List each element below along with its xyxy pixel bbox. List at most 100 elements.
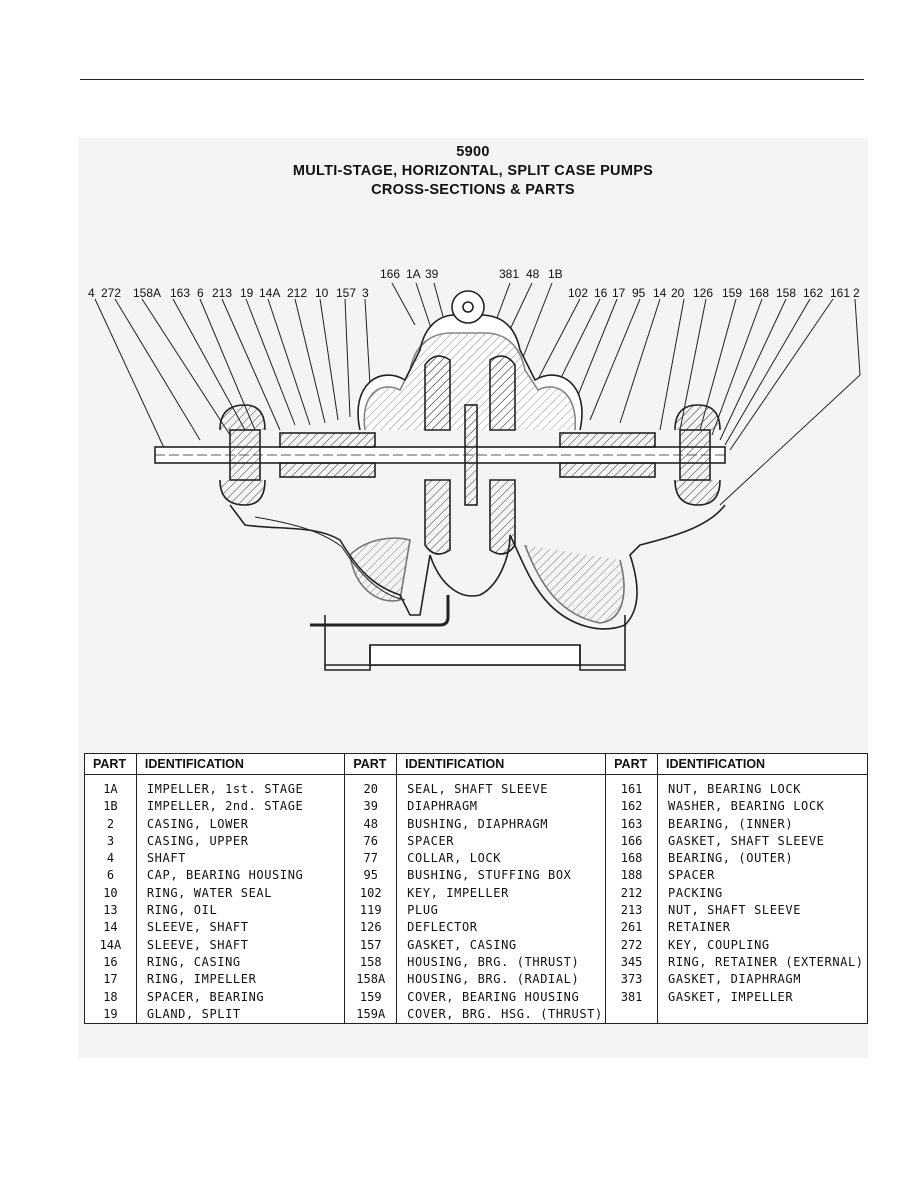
- title-description: MULTI-STAGE, HORIZONTAL, SPLIT CASE PUMP…: [292, 163, 654, 179]
- part-number: 16: [103, 954, 118, 969]
- callout-1a: 1A: [406, 267, 421, 281]
- part-identification: KEY, IMPELLER: [407, 885, 509, 900]
- part-identification: SPACER: [407, 833, 455, 848]
- part-number: 1A: [103, 782, 118, 796]
- part-number: 162: [620, 799, 643, 814]
- part-identification: BUSHING, DIAPHRAGM: [407, 816, 549, 831]
- callout-212: 212: [287, 286, 308, 300]
- title-subtitle: CROSS-SECTIONS & PARTS: [371, 182, 575, 198]
- part-identification: GASKET, CASING: [407, 937, 517, 952]
- part-identification: COVER, BRG. HSG. (THRUST): [407, 1006, 603, 1021]
- part-identification: NUT, BEARING LOCK: [668, 782, 802, 796]
- parts-table: PART IDENTIFICATION PART IDENTIFICATION …: [84, 753, 868, 1025]
- pump-cross-section-drawing: [94, 282, 861, 671]
- callout-102: 102: [568, 286, 589, 300]
- callout-168: 168: [749, 286, 770, 300]
- callout-39: 39: [425, 267, 439, 281]
- callout-272: 272: [101, 286, 122, 300]
- part-number: 373: [620, 972, 643, 987]
- part-number: 77: [363, 851, 378, 866]
- header-part-1: PART: [84, 753, 137, 775]
- header-identification-3: IDENTIFICATION: [657, 753, 868, 775]
- part-number: 213: [620, 903, 643, 918]
- part-identification: NUT, SHAFT SLEEVE: [668, 903, 802, 918]
- part-identification: RING, CASING: [146, 954, 241, 969]
- part-number: 1B: [103, 799, 118, 814]
- part-number: 161: [620, 782, 643, 796]
- part-identification: PACKING: [668, 885, 723, 900]
- header-identification-1: IDENTIFICATION: [136, 753, 346, 775]
- part-number: 102: [359, 885, 382, 900]
- part-number: 272: [620, 937, 643, 952]
- part-number: 14: [103, 920, 118, 935]
- part-identification: CAP, BEARING HOUSING: [146, 868, 304, 883]
- part-number: 95: [363, 868, 378, 883]
- header-part-2: PART: [344, 753, 398, 775]
- part-identification: SHAFT: [146, 851, 186, 866]
- part-identification: SLEEVE, SHAFT: [146, 920, 249, 935]
- callout-157: 157: [336, 286, 357, 300]
- part-number: 13: [103, 903, 118, 918]
- callout-16: 16: [594, 286, 608, 300]
- callout-126: 126: [693, 286, 714, 300]
- callout-163: 163: [170, 286, 191, 300]
- part-identification: RING, IMPELLER: [146, 972, 257, 987]
- title-model: 5900: [456, 144, 490, 160]
- callout-14a: 14A: [259, 286, 281, 300]
- part-identification: RETAINER: [668, 920, 731, 935]
- part-identification: RING, WATER SEAL: [146, 885, 273, 900]
- part-identification: WASHER, BEARING LOCK: [668, 799, 825, 814]
- part-number: 381: [620, 989, 643, 1004]
- part-identification: BEARING, (INNER): [668, 816, 794, 831]
- callout-158a: 158A: [133, 286, 162, 300]
- part-number: 10: [103, 885, 118, 900]
- part-number: 159A: [356, 1006, 386, 1021]
- part-number: 18: [103, 989, 118, 1004]
- callout-95: 95: [632, 286, 646, 300]
- part-number: 188: [620, 868, 643, 883]
- callout-6: 6: [197, 286, 204, 300]
- identification-column-1: IMPELLER, 1st. STAGE IMPELLER, 2nd. STAGE…: [136, 774, 346, 1024]
- part-identification: SEAL, SHAFT SLEEVE: [407, 782, 549, 796]
- part-number: 2: [106, 816, 115, 831]
- callout-162: 162: [803, 286, 824, 300]
- part-identification: SLEEVE, SHAFT: [146, 937, 249, 952]
- header-part-3: PART: [605, 753, 658, 775]
- top-rule: [80, 79, 864, 80]
- part-identification: GLAND, SPLIT: [146, 1006, 241, 1021]
- part-number: 345: [620, 954, 643, 969]
- callout-213: 213: [212, 286, 233, 300]
- identification-column-3: NUT, BEARING LOCK WASHER, BEARING LOCK BEA…: [658, 775, 868, 1024]
- callout-3: 3: [362, 286, 369, 300]
- part-identification: RING, OIL: [146, 903, 218, 918]
- part-identification: BEARING, (OUTER): [668, 851, 794, 866]
- part-identification: IMPELLER, 1st. STAGE: [146, 782, 304, 796]
- part-identification: PLUG: [407, 903, 439, 918]
- callout-159: 159: [722, 286, 743, 300]
- part-identification: KEY, COUPLING: [668, 937, 770, 952]
- part-number: 6: [106, 868, 115, 883]
- callout-381: 381: [499, 267, 520, 281]
- part-identification: IMPELLER, 2nd. STAGE: [146, 799, 304, 814]
- part-identification: HOUSING, BRG. (RADIAL): [407, 972, 580, 987]
- part-identification: DIAPHRAGM: [407, 799, 478, 814]
- part-number: 261: [620, 920, 643, 935]
- part-identification: GASKET, IMPELLER: [668, 989, 794, 1004]
- callout-2: 2: [853, 286, 860, 300]
- part-identification: CASING, UPPER: [146, 833, 249, 848]
- part-number: 158: [359, 954, 382, 969]
- part-number: 19: [103, 1006, 118, 1021]
- part-number: 48: [363, 816, 378, 831]
- part-number: 158A: [356, 972, 386, 987]
- part-number: 4: [106, 851, 115, 866]
- identification-column-2: SEAL, SHAFT SLEEVE DIAPHRAGM BUSHING, DIAP…: [396, 774, 607, 1024]
- callout-166: 166: [380, 267, 401, 281]
- part-number: 14A: [99, 937, 122, 952]
- part-identification: GASKET, DIAPHRAGM: [668, 972, 802, 987]
- part-number: 168: [620, 851, 643, 866]
- table-header-row: PART IDENTIFICATION PART IDENTIFICATION …: [84, 753, 868, 775]
- callout-19: 19: [240, 286, 254, 300]
- part-number: 212: [620, 885, 643, 900]
